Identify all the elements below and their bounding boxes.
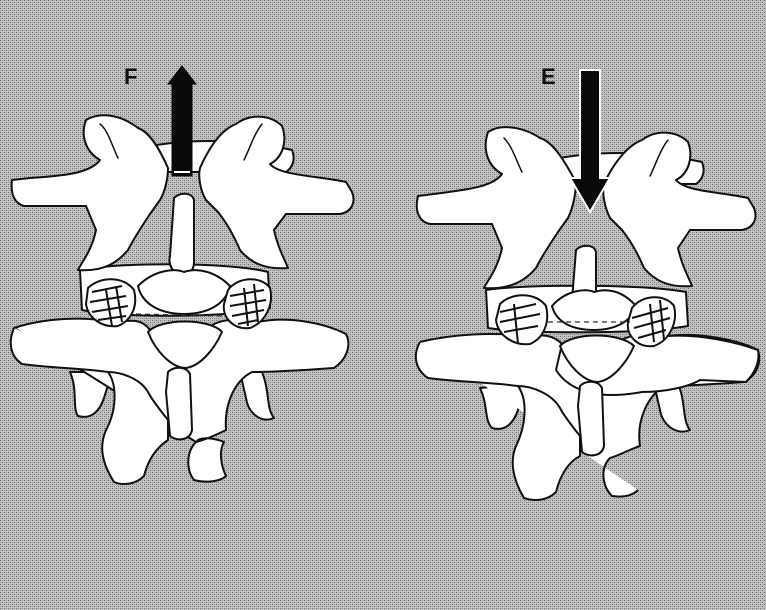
panel-label-e: E bbox=[541, 64, 556, 89]
facet-joint-left-a bbox=[86, 279, 135, 326]
arrow-up-icon bbox=[168, 66, 196, 176]
panel-label-f: F bbox=[124, 64, 137, 89]
